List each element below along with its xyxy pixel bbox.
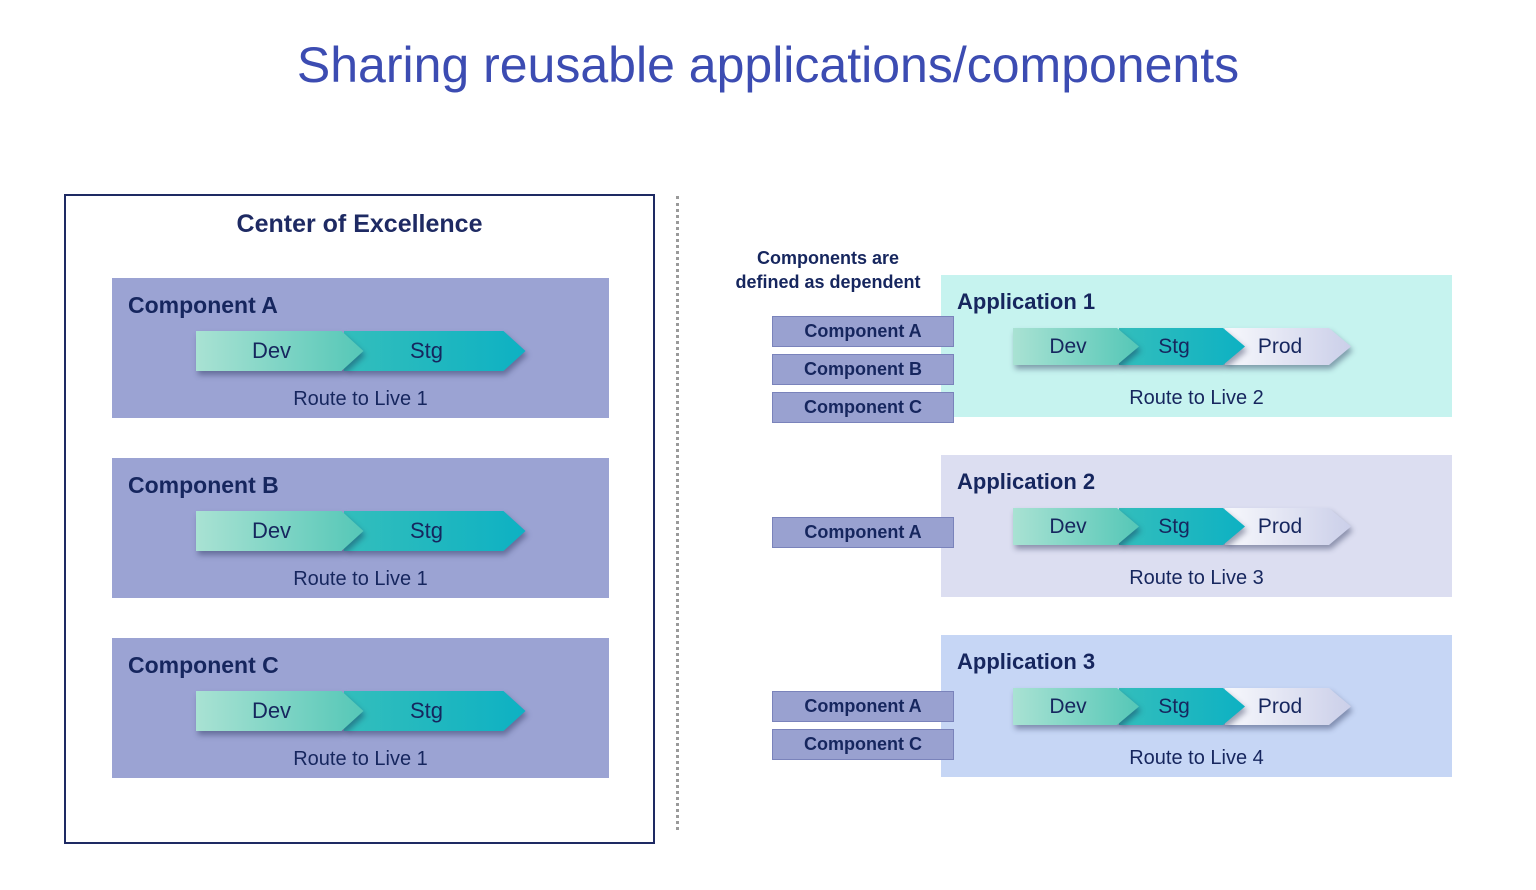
stg-stage-arrow: Stg: [1119, 688, 1245, 725]
stg-stage-label: Stg: [1158, 694, 1190, 718]
pipeline: Dev Stg: [112, 511, 609, 551]
prod-stage-label: Prod: [1257, 694, 1303, 718]
application-name: Application 1: [957, 289, 1096, 314]
stg-stage-arrow: Stg: [344, 511, 526, 551]
coe-component-card-b: Component B Dev Stg Route to Live 1: [112, 458, 609, 598]
center-of-excellence-panel: Center of Excellence Component A Dev Stg…: [64, 194, 655, 844]
dependency-chip-component-a: Component A: [772, 316, 954, 347]
dev-stage-arrow: Dev: [1013, 328, 1139, 365]
dev-stage-label: Dev: [251, 338, 292, 363]
route-to-live-label: Route to Live 1: [293, 748, 428, 770]
dev-stage-label: Dev: [1049, 334, 1087, 358]
pipeline: Dev Stg: [112, 331, 609, 371]
application-3-box: Application 3 Dev Stg Prod Route to Live…: [941, 635, 1452, 777]
coe-component-card-c: Component C Dev Stg Route to Live 1: [112, 638, 609, 778]
application-name: Application 3: [957, 649, 1096, 674]
prod-stage-label: Prod: [1257, 514, 1303, 538]
page-title: Sharing reusable applications/components: [296, 37, 1240, 93]
prod-stage-arrow: Prod: [1225, 328, 1351, 365]
route-to-live-label: Route to Live 4: [1129, 747, 1264, 769]
pipeline: Dev Stg: [112, 691, 609, 731]
dev-stage-arrow: Dev: [1013, 688, 1139, 725]
dependency-chip-component-a: Component A: [772, 517, 954, 548]
dependency-chip-component-c: Component C: [772, 392, 954, 423]
pipeline: Dev Stg Prod: [941, 508, 1452, 545]
route-to-live-label: Route to Live 1: [293, 388, 428, 410]
prod-stage-arrow: Prod: [1225, 688, 1351, 725]
route-to-live-label: Route to Live 2: [1129, 387, 1264, 409]
coe-panel-title: Center of Excellence: [236, 210, 483, 238]
pipeline: Dev Stg Prod: [941, 328, 1452, 365]
coe-component-card-a: Component A Dev Stg Route to Live 1: [112, 278, 609, 418]
dependency-chip-component-a: Component A: [772, 691, 954, 722]
prod-stage-label: Prod: [1257, 334, 1303, 358]
stg-stage-arrow: Stg: [344, 691, 526, 731]
dotted-divider: [676, 196, 679, 830]
dev-stage-label: Dev: [251, 518, 292, 543]
stg-stage-label: Stg: [409, 698, 444, 723]
component-name: Component C: [128, 652, 279, 678]
component-name: Component A: [128, 292, 278, 318]
stg-stage-label: Stg: [409, 338, 444, 363]
dependency-chip-component-b: Component B: [772, 354, 954, 385]
stg-stage-label: Stg: [409, 518, 444, 543]
stg-stage-arrow: Stg: [1119, 328, 1245, 365]
pipeline: Dev Stg Prod: [941, 688, 1452, 725]
stg-stage-label: Stg: [1158, 514, 1190, 538]
dependency-note: Components are defined as dependent: [712, 246, 944, 295]
dev-stage-arrow: Dev: [196, 511, 364, 551]
route-to-live-label: Route to Live 1: [293, 568, 428, 590]
component-name: Component B: [128, 472, 279, 498]
dev-stage-arrow: Dev: [1013, 508, 1139, 545]
dev-stage-label: Dev: [1049, 514, 1087, 538]
application-name: Application 2: [957, 469, 1096, 494]
application-1-box: Application 1 Dev Stg Prod Route to Live…: [941, 275, 1452, 417]
dev-stage-label: Dev: [251, 698, 292, 723]
dependency-note-line2: defined as dependent: [735, 272, 921, 293]
stg-stage-arrow: Stg: [1119, 508, 1245, 545]
dependency-note-line1: Components are: [756, 248, 900, 268]
application-2-box: Application 2 Dev Stg Prod Route to Live…: [941, 455, 1452, 597]
dependency-chip-component-c: Component C: [772, 729, 954, 760]
route-to-live-label: Route to Live 3: [1129, 567, 1264, 589]
prod-stage-arrow: Prod: [1225, 508, 1351, 545]
dev-stage-arrow: Dev: [196, 331, 364, 371]
stg-stage-arrow: Stg: [344, 331, 526, 371]
dev-stage-arrow: Dev: [196, 691, 364, 731]
dev-stage-label: Dev: [1049, 694, 1087, 718]
stg-stage-label: Stg: [1158, 334, 1190, 358]
